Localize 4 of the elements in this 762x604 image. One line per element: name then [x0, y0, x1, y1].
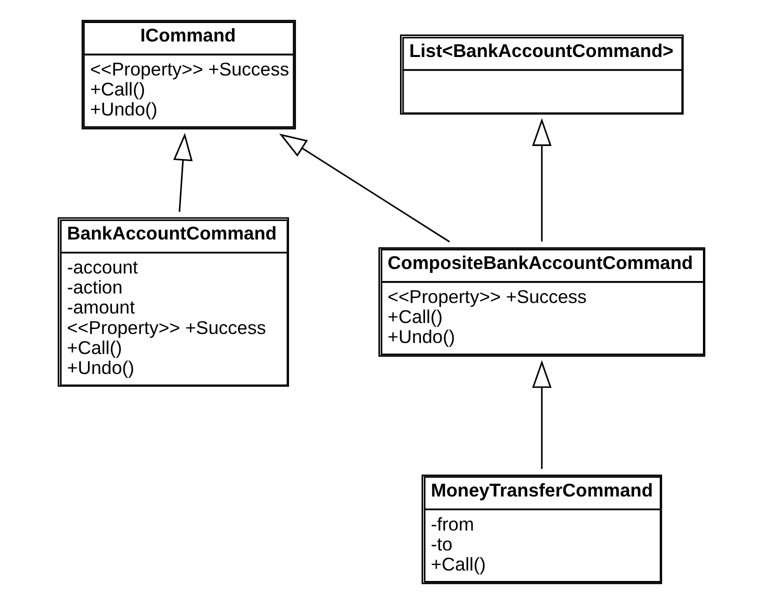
arrow: [172, 132, 192, 212]
arrow: [532, 360, 552, 469]
arrow: [278, 134, 450, 242]
arrow: [532, 118, 552, 242]
